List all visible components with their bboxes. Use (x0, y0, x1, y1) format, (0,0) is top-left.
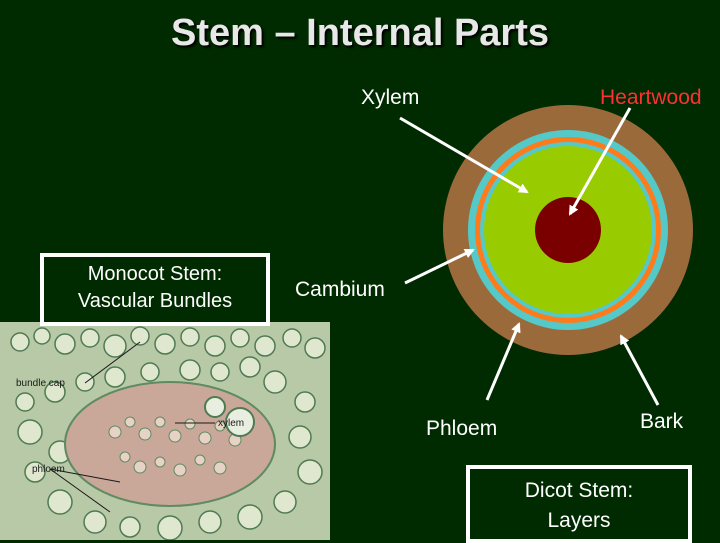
bark-arrow (619, 334, 660, 406)
cambium-label: Cambium (295, 278, 385, 301)
bundle-cap-label: bundle cap (16, 378, 65, 389)
phloem-label: Phloem (426, 417, 498, 440)
phloem-arrow (485, 322, 521, 401)
heartwood-arrow (568, 107, 632, 216)
monocot-caption-line1: Monocot Stem: (87, 263, 223, 285)
monocot-caption-line2: Vascular Bundles (77, 290, 233, 312)
heartwood-label: Heartwood (600, 86, 702, 109)
bark-label: Bark (640, 410, 684, 433)
xylem-arrow (399, 116, 529, 194)
monocot-micrograph-image: bundle cap xylem phloem (0, 322, 330, 540)
xylem-label: Xylem (361, 86, 420, 109)
slide-title: Stem – Internal Parts (170, 12, 550, 54)
micro-phloem-label: phloem (32, 464, 65, 475)
micro-xylem-label: xylem (218, 418, 244, 429)
heartwood-core (535, 197, 601, 263)
dicot-caption-line1: Dicot Stem: (524, 479, 634, 502)
dicot-caption-box: Dicot Stem: Layers (466, 465, 692, 543)
monocot-caption-box: Monocot Stem: Vascular Bundles (40, 253, 270, 326)
cambium-arrow (404, 248, 475, 285)
dicot-caption-line2: Layers (547, 509, 611, 532)
